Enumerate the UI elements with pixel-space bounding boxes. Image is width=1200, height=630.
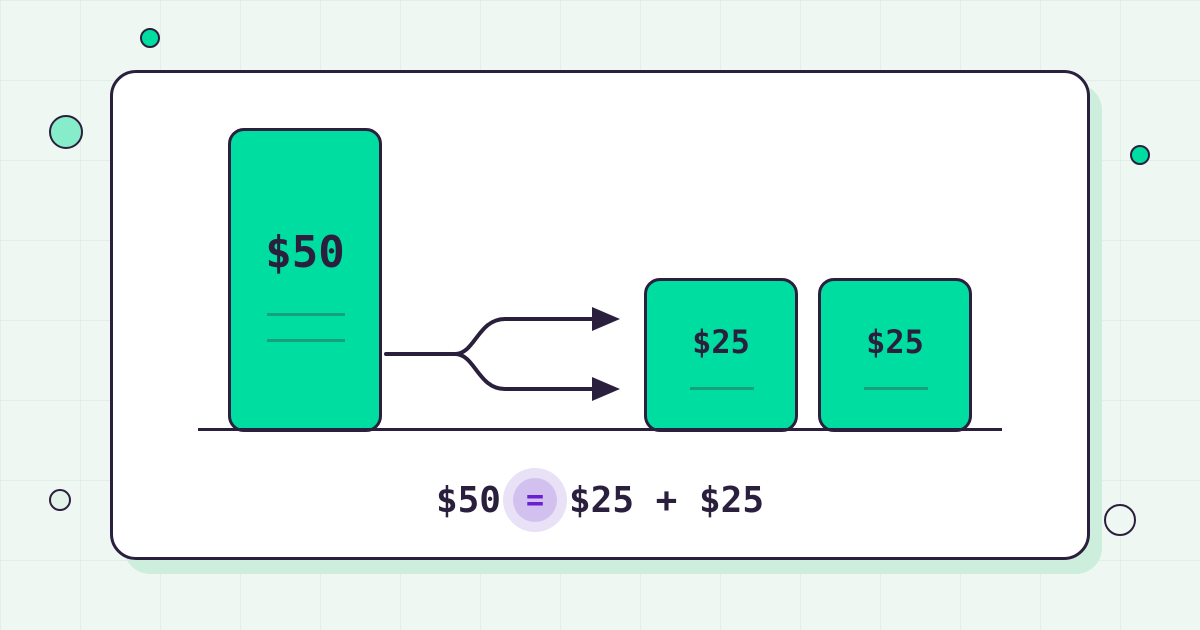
equals-badge: = [502,468,567,532]
arrowhead-top [592,307,620,331]
split-block-amount: $25 [692,323,750,361]
split-arrow-top [384,317,597,356]
arrowhead-bottom [592,377,620,401]
source-block-amount: $50 [265,227,345,278]
equation-left: $50 [435,479,501,521]
block-stripe [864,387,928,390]
decor-dot [140,28,160,48]
decor-dot [49,489,71,511]
decor-dot [49,115,83,149]
equation: $50 = $25 + $25 [0,468,1200,532]
baseline [198,428,1002,431]
equals-sign: = [512,478,557,522]
decor-dot [1130,145,1150,165]
block-stripe [267,313,345,316]
equation-right: $25 + $25 [568,479,765,521]
split-block-25-second: $25 [818,278,972,432]
decor-dot [1104,504,1136,536]
split-arrow-bottom [453,352,597,391]
split-block-amount: $25 [866,323,924,361]
split-block-25-first: $25 [644,278,798,432]
block-stripe [690,387,754,390]
block-stripe [267,339,345,342]
